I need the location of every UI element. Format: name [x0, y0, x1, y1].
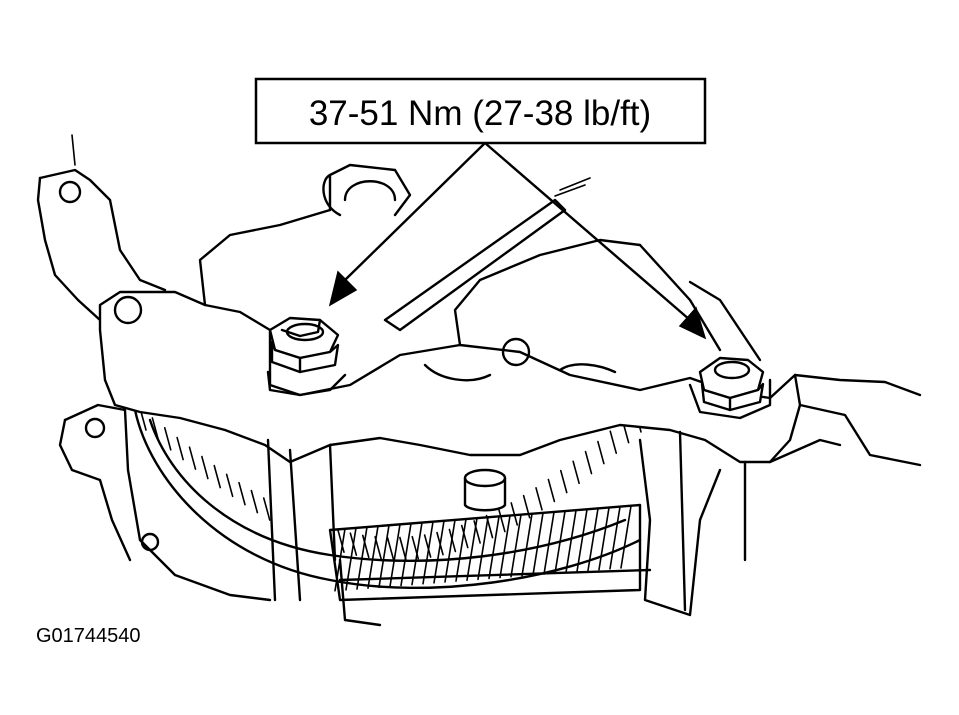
- gear-tooth: [460, 524, 469, 549]
- helical-teeth: [334, 505, 632, 592]
- helical-tooth: [455, 518, 467, 582]
- helical-tooth: [565, 509, 577, 574]
- hex-bolt-icon: [688, 356, 772, 420]
- arrowhead-left-icon: [328, 270, 358, 307]
- gear-tooth: [572, 460, 580, 485]
- helical-tooth: [367, 525, 379, 589]
- helical-tooth: [389, 523, 401, 588]
- helical-tooth: [510, 513, 522, 578]
- arrowhead-right-icon: [678, 306, 707, 340]
- gear-tooth: [188, 446, 197, 470]
- gear-tooth: [473, 520, 481, 544]
- ring-gear: [133, 407, 642, 602]
- leader-lines: [328, 141, 707, 340]
- mount-hole: [113, 295, 143, 325]
- gear-tooth: [597, 440, 605, 465]
- gear-tooth: [163, 427, 172, 451]
- housing-hole: [140, 532, 160, 552]
- gear-tooth: [399, 536, 407, 561]
- gear-tooth: [423, 534, 432, 558]
- helical-tooth: [433, 520, 445, 584]
- helical-tooth: [598, 506, 610, 571]
- helical-tooth: [400, 522, 412, 587]
- gear-tooth: [535, 487, 543, 511]
- mount-hole: [58, 180, 82, 204]
- helical-tooth: [466, 517, 478, 582]
- gear-tooth: [225, 473, 234, 498]
- helical-tooth: [620, 505, 632, 569]
- gear-tooth: [201, 455, 209, 480]
- helical-tooth: [609, 506, 621, 570]
- gear-tooth: [151, 417, 160, 441]
- figure-code: G01744540: [36, 625, 141, 647]
- gear-tooth: [361, 534, 370, 559]
- gear-tooth: [176, 436, 184, 461]
- helical-tooth: [521, 513, 533, 577]
- helical-tooth: [543, 511, 555, 575]
- mount-hole: [501, 337, 531, 367]
- gear-tooth: [238, 481, 246, 506]
- helical-tooth: [422, 520, 434, 585]
- gear-tooth: [547, 478, 556, 503]
- torque-callout: 37-51 Nm (27-38 lb/ft): [254, 77, 707, 145]
- helical-tooth: [587, 507, 599, 572]
- helical-tooth: [345, 527, 357, 591]
- gear-tooth: [559, 469, 568, 494]
- gear-tooth: [250, 489, 259, 514]
- helical-tooth: [378, 524, 390, 589]
- gear-tooth: [337, 529, 345, 553]
- helical-tooth: [488, 515, 500, 580]
- helical-tooth: [444, 519, 456, 583]
- helical-tooth: [576, 508, 588, 573]
- hex-bolt-icon: [266, 316, 347, 397]
- gear-tooth: [213, 464, 222, 489]
- helical-tooth: [532, 512, 544, 576]
- helical-tooth: [356, 526, 368, 590]
- helical-tooth: [477, 516, 489, 581]
- gear-tooth: [584, 450, 593, 475]
- gear-tooth: [498, 508, 506, 533]
- gear-tooth: [609, 430, 618, 455]
- housing-hole: [84, 417, 106, 439]
- case-cover: [36, 134, 922, 612]
- helical-tooth: [411, 521, 423, 586]
- torque-spec-label: 37-51 Nm (27-38 lb/ft): [309, 94, 651, 133]
- gear-tooth: [386, 536, 395, 561]
- gear-tooth: [262, 497, 271, 521]
- helical-tooth: [499, 514, 511, 579]
- helical-tooth: [334, 528, 346, 592]
- helical-tooth: [554, 510, 566, 574]
